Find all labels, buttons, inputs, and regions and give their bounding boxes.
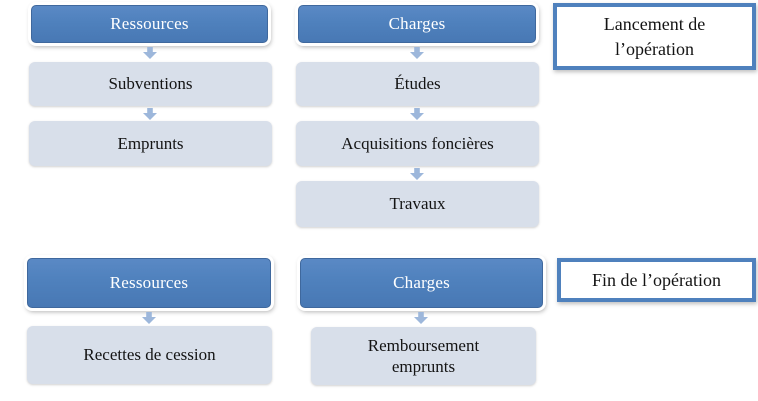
down-arrow-icon bbox=[142, 312, 156, 324]
down-arrow-icon bbox=[143, 108, 157, 120]
item-subventions: Subventions bbox=[29, 62, 272, 106]
header-ressources-fin: Ressources bbox=[27, 258, 271, 308]
down-arrow-icon bbox=[414, 312, 428, 324]
header-charges-lancement: Charges bbox=[298, 5, 536, 43]
down-arrow-icon bbox=[410, 47, 424, 59]
item-recettes-de-cession: Recettes de cession bbox=[27, 326, 272, 384]
down-arrow-icon bbox=[410, 108, 424, 120]
item-acquisitions-foncieres: Acquisitions foncières bbox=[296, 121, 539, 166]
item-travaux: Travaux bbox=[296, 181, 539, 227]
section-label-fin: Fin de l’opération bbox=[557, 258, 756, 302]
item-remboursement-emprunts: Remboursement emprunts bbox=[311, 327, 536, 385]
down-arrow-icon bbox=[410, 168, 424, 180]
section-label-lancement: Lancement de l’opération bbox=[553, 3, 756, 70]
header-charges-fin: Charges bbox=[300, 258, 543, 308]
item-emprunts: Emprunts bbox=[29, 121, 272, 166]
header-ressources-lancement: Ressources bbox=[31, 5, 268, 43]
down-arrow-icon bbox=[143, 47, 157, 59]
item-etudes: Études bbox=[296, 62, 539, 106]
